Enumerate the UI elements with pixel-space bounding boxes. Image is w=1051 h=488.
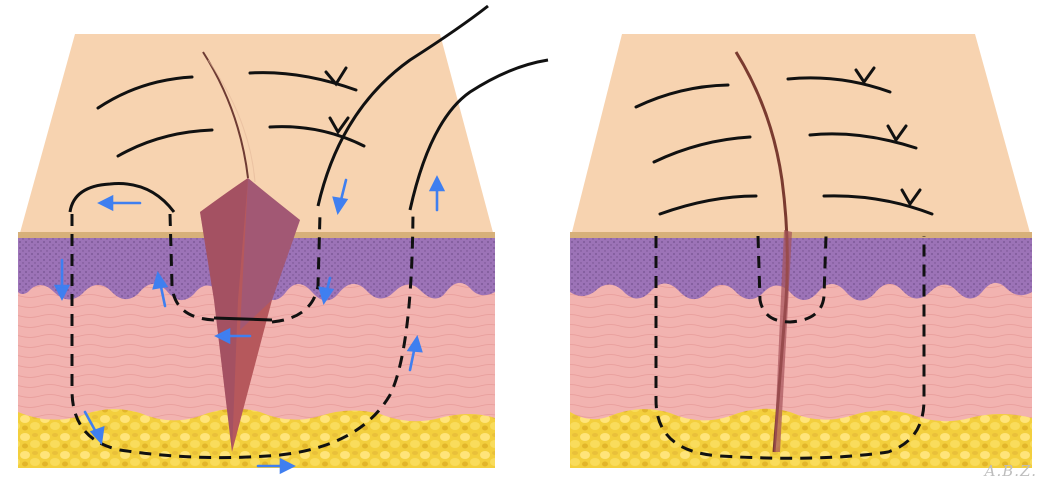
panel-left [18, 6, 548, 472]
artist-signature: A.B.Z. [985, 462, 1037, 480]
skin-surface [570, 34, 1032, 240]
stratum-corneum [570, 232, 1032, 238]
suture-crossing [214, 318, 272, 320]
panel-right [570, 34, 1032, 468]
